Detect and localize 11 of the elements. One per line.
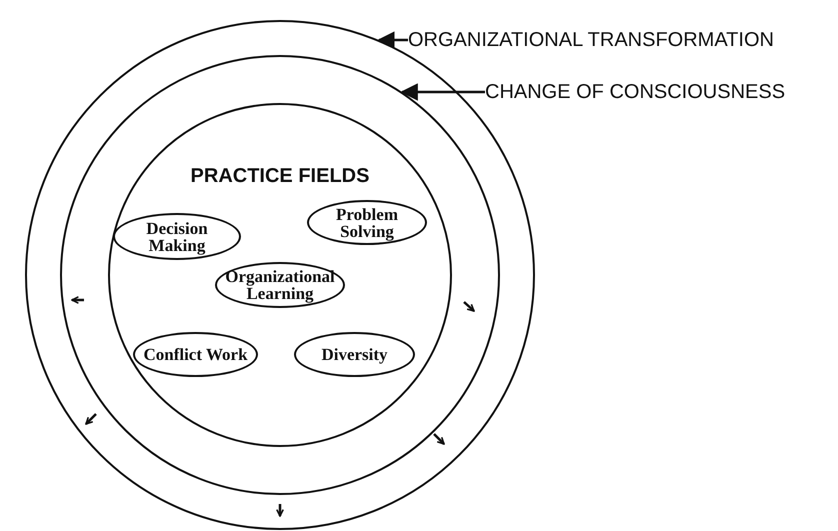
ring-label: ORGANIZATIONAL TRANSFORMATION (408, 28, 774, 52)
ring-circle (108, 103, 452, 447)
ellipse-node: Decision Making (113, 213, 241, 260)
ellipse-node: Organizational Learning (215, 262, 345, 308)
field-title: PRACTICE FIELDS (190, 165, 370, 188)
arrow (400, 83, 485, 101)
ellipse-node: Problem Solving (307, 200, 427, 245)
arrow (377, 31, 408, 49)
ellipse-node: Diversity (294, 332, 415, 377)
ring-label: CHANGE OF CONSCIOUSNESS (485, 80, 786, 104)
ellipse-node: Conflict Work (133, 332, 258, 377)
